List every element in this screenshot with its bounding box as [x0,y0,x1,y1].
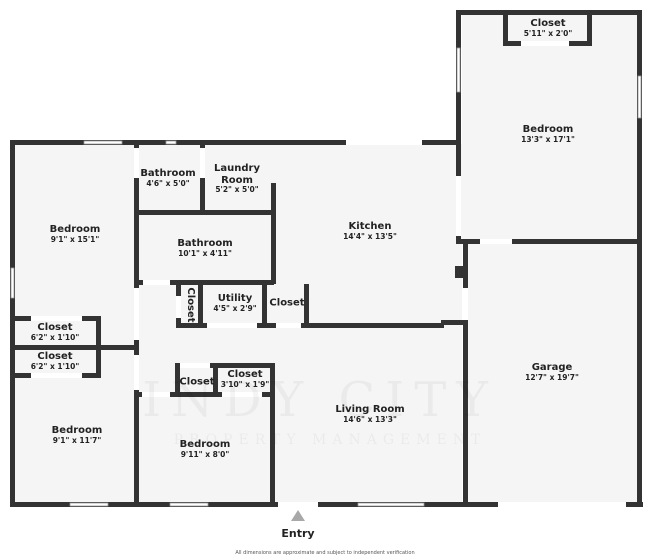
room-closet-bed3: Closet 3'10" x 1'9" [220,368,270,389]
room-closet-small: Closet [179,376,215,388]
watermark-tagline: PROPERTY MANAGEMENT [174,432,487,448]
dimensions-disclaimer: All dimensions are approximate and subje… [235,550,415,556]
room-bedroom-master: Bedroom 13'3" x 17'1" [521,123,575,144]
room-bedroom-southwest: Bedroom 9'1" x 11'7" [51,424,103,445]
room-garage: Garage 12'7" x 19'7" [525,361,579,382]
room-closet-west-2: Closet 6'2" x 1'10" [30,350,80,371]
room-bathroom-small: Bathroom 4'6" x 5'0" [140,167,196,188]
room-utility: Utility 4'5" x 2'9" [213,292,257,313]
room-living: Living Room 14'6" x 13'3" [335,403,405,424]
room-closet-west-1: Closet 6'2" x 1'10" [30,321,80,342]
entry-label: Entry [281,527,315,540]
room-bedroom-south: Bedroom 9'11" x 8'0" [179,438,231,459]
entry-arrow-icon [291,510,305,521]
windows [10,47,642,507]
floor-areas [14,14,638,503]
room-kitchen: Kitchen 14'4" x 13'5" [343,220,397,241]
room-closet-hall: Closet [269,297,305,309]
room-bathroom-main: Bathroom 10'1" x 4'11" [177,237,233,258]
room-laundry: Laundry Room 5'2" x 5'0" [214,163,260,195]
room-closet-master: Closet 5'11" x 2'0" [523,17,573,38]
room-bedroom-west: Bedroom 9'1" x 15'1" [49,223,101,244]
room-closet-vertical: Closet [184,287,196,323]
door-openings [31,41,626,507]
watermark-logo: INDY CITY [142,372,498,428]
